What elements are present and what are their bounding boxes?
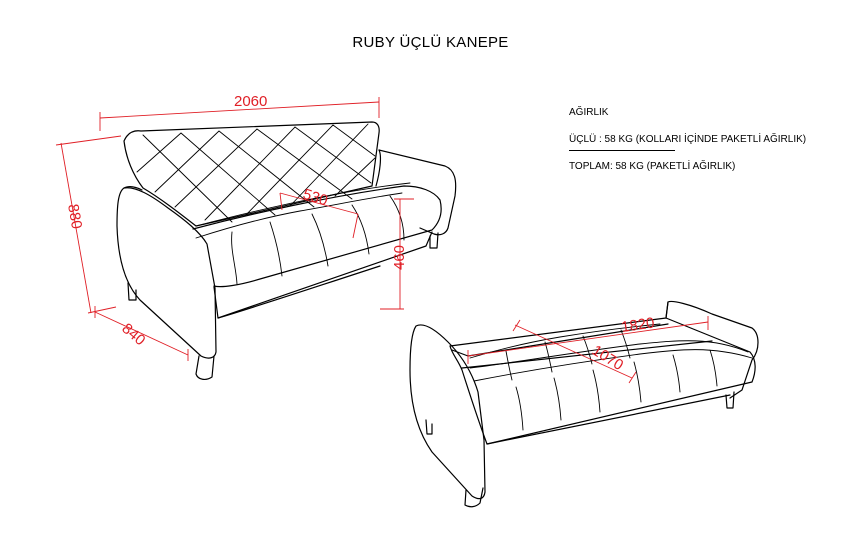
weight-heading: AĞIRLIK (569, 107, 609, 118)
bed-leg-right (725, 391, 735, 409)
sofa-base (213, 231, 433, 319)
total-weight-text: TOPLAM: 58 KG (PAKETLİ AĞIRLIK) (569, 161, 736, 172)
dim-seat-height-label: 460 (391, 245, 408, 270)
sofa-bed (409, 300, 759, 508)
sofa-leg-right (429, 232, 439, 249)
backrest-quilting (136, 123, 376, 223)
dim-seat-depth-label: 530 (301, 186, 330, 210)
sofa-right-armrest (378, 149, 457, 236)
sofa-dimensions (55, 97, 414, 361)
dim-width-label: 2060 (234, 93, 267, 110)
bed-dimensions (467, 316, 709, 384)
sofa-backrest (123, 121, 380, 227)
bed-base (486, 394, 731, 445)
sofa-leg-left (127, 282, 137, 301)
sofa-upright (116, 121, 457, 380)
dim-height-label: 880 (64, 203, 85, 231)
bed-left-armrest (409, 324, 486, 500)
dim-bed-length-label: 1820 (620, 314, 655, 335)
bed-mattress (449, 317, 756, 445)
dim-depth-label: 840 (118, 320, 148, 349)
page-title: RUBY ÜÇLÜ KANEPE (352, 34, 509, 51)
bed-leg-front (464, 487, 484, 508)
bed-leg-left (425, 419, 433, 435)
spec-divider (569, 150, 675, 151)
bed-right-end (665, 300, 759, 399)
sofa-leg-front (195, 355, 215, 380)
seat-tufting (195, 192, 405, 285)
sofa-seat-cushion (192, 185, 442, 288)
bed-quilting (469, 323, 753, 431)
sofa-left-armrest (116, 187, 217, 359)
seat-weight-text: ÜÇLÜ : 58 KG (KOLLARI İÇİNDE PAKETLİ AĞI… (569, 134, 807, 145)
